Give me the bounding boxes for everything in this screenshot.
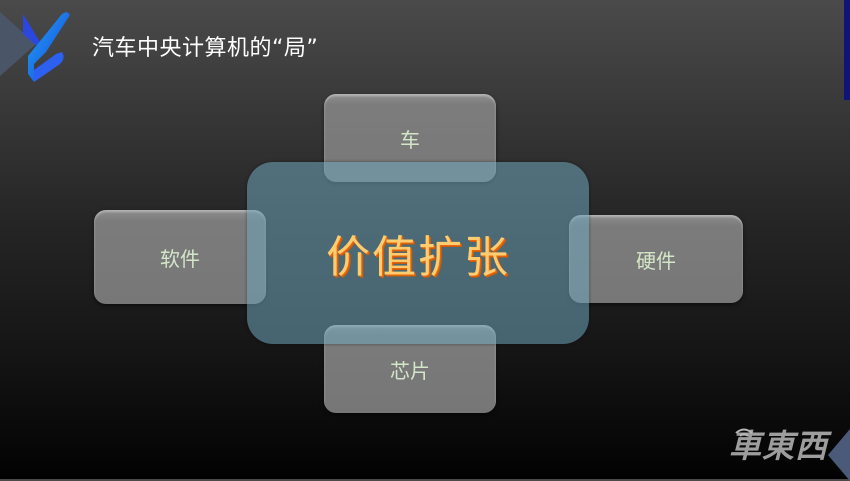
node-label: 车 bbox=[400, 127, 420, 152]
slide-title: 汽车中央计算机的“局” bbox=[92, 36, 319, 61]
center-label: 价值扩张 bbox=[326, 232, 510, 283]
node-label: 芯片 bbox=[390, 358, 430, 383]
node-left-software: 软件 bbox=[94, 210, 266, 304]
accent-bar bbox=[844, 0, 850, 100]
wifi-icon bbox=[735, 428, 753, 437]
logo-icon bbox=[23, 12, 70, 82]
decorative-triangle-bottom-right bbox=[828, 429, 850, 481]
node-right-hardware: 硬件 bbox=[569, 215, 743, 303]
watermark-logo: 車東西 bbox=[728, 427, 828, 465]
node-label: 硬件 bbox=[636, 248, 676, 273]
node-label: 软件 bbox=[160, 246, 200, 271]
center-value-expansion: 价值扩张 bbox=[247, 162, 589, 344]
